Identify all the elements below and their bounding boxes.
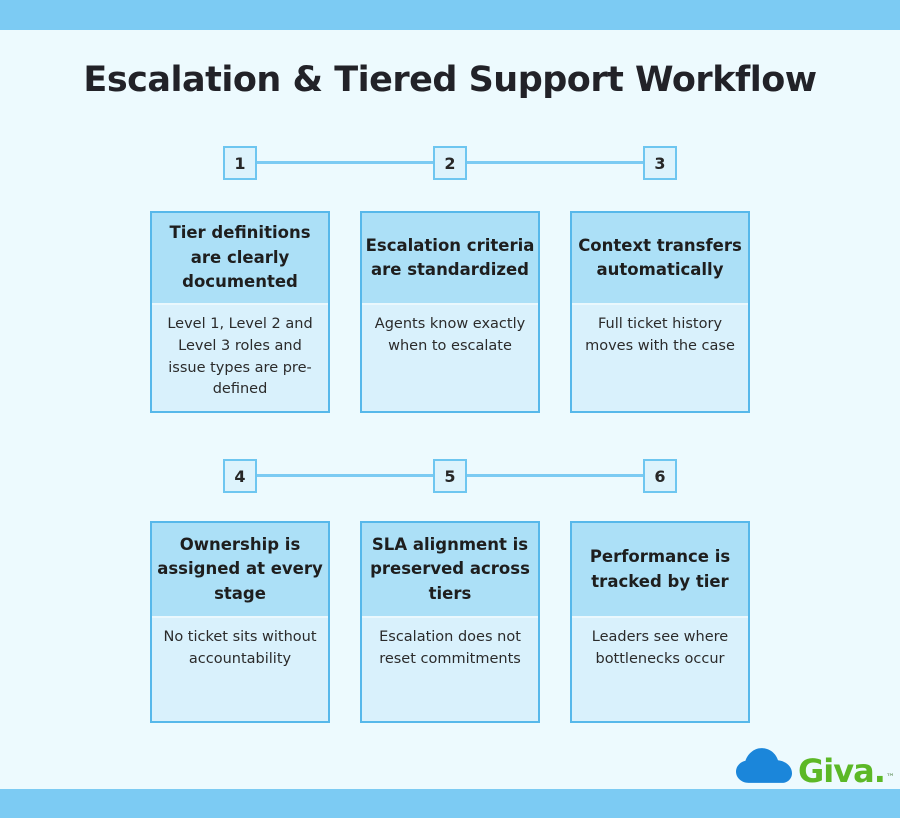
step-card-5: SLA alignment is preserved across tiers … (360, 521, 540, 723)
step-card-body: Leaders see where bottlenecks occur (591, 629, 729, 667)
step-strip-row-2: 4 5 6 (0, 459, 900, 493)
step-card-3: Context transfers automatically Full tic… (570, 211, 750, 413)
card-row-1: Tier definitions are clearly documented … (150, 211, 750, 413)
step-card-4: Ownership is assigned at every stage No … (150, 521, 330, 723)
step-card-heading: Performance is tracked by tier (572, 523, 748, 618)
step-card-body: No ticket sits without accountability (163, 629, 317, 667)
step-card-2: Escalation criteria are standardized Age… (360, 211, 540, 413)
step-strip-row-1: 1 2 3 (0, 146, 900, 180)
top-border-bar (0, 0, 900, 30)
step-number-badge-2: 2 (433, 146, 467, 180)
step-number-badge-5: 5 (433, 459, 467, 493)
step-card-heading: Context transfers automatically (572, 213, 748, 305)
cloud-icon (736, 748, 792, 783)
bottom-border-bar (0, 789, 900, 818)
step-number-badge-4: 4 (223, 459, 257, 493)
step-card-heading: Tier definitions are clearly documented (152, 213, 328, 305)
step-number: 4 (234, 466, 246, 486)
giva-logo: Giva. ™ (736, 744, 895, 790)
step-card-body: Agents know exactly when to escalate (374, 316, 526, 354)
step-number-badge-3: 3 (643, 146, 677, 180)
card-row-2: Ownership is assigned at every stage No … (150, 521, 750, 723)
step-card-body: Escalation does not reset commitments (379, 629, 521, 667)
step-number: 6 (654, 466, 666, 486)
step-number: 2 (444, 153, 456, 173)
trademark-symbol: ™ (885, 773, 895, 783)
step-number: 1 (234, 153, 246, 173)
step-number-badge-6: 6 (643, 459, 677, 493)
step-number: 3 (654, 153, 666, 173)
step-number: 5 (444, 466, 456, 486)
step-card-1: Tier definitions are clearly documented … (150, 211, 330, 413)
step-card-body: Full ticket history moves with the case (585, 316, 735, 354)
step-card-heading: Escalation criteria are standardized (362, 213, 538, 305)
page-title: Escalation & Tiered Support Workflow (83, 60, 817, 100)
step-card-body: Level 1, Level 2 and Level 3 roles and i… (167, 316, 313, 398)
step-card-6: Performance is tracked by tier Leaders s… (570, 521, 750, 723)
brand-wordmark: Giva. (798, 751, 886, 790)
step-card-heading: SLA alignment is preserved across tiers (362, 523, 538, 618)
step-number-badge-1: 1 (223, 146, 257, 180)
step-card-heading: Ownership is assigned at every stage (152, 523, 328, 618)
